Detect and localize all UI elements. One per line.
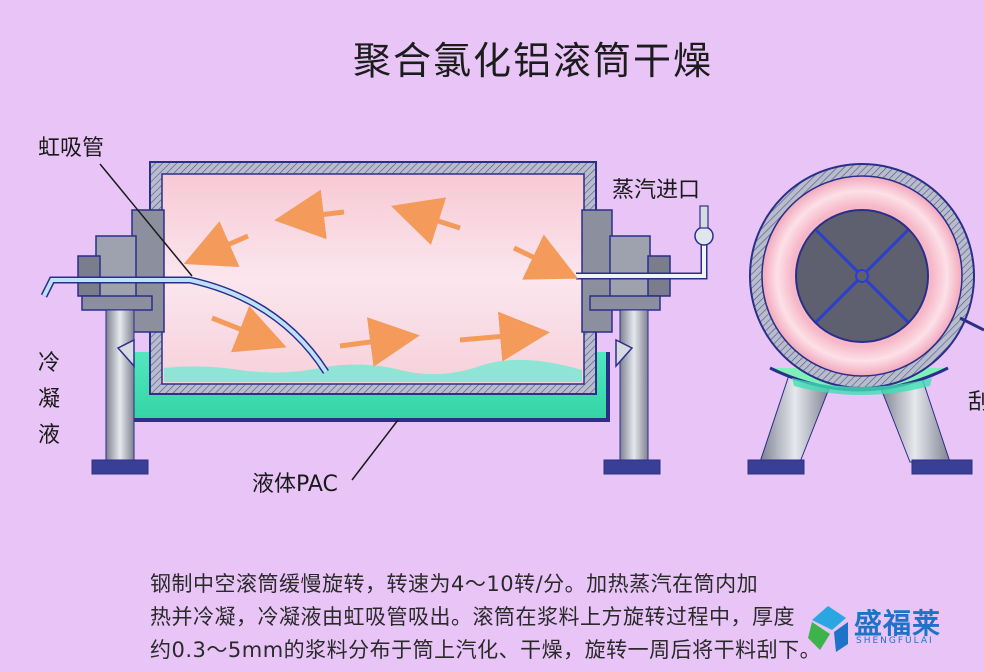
condensate-label: 冷 凝 液 — [38, 346, 62, 454]
description-line: 热并冷凝，冷凝液由虹吸管吸出。滚筒在浆料上方旋转过程中，厚度 — [150, 605, 795, 629]
scraper-label-partial: 刮 — [968, 390, 984, 415]
condensate-char: 液 — [38, 423, 61, 448]
condensate-char: 凝 — [38, 387, 61, 412]
logo-name: 盛福莱 — [854, 607, 942, 640]
right-axle — [581, 209, 671, 333]
left-leg — [91, 309, 149, 475]
steam-inlet-pipe — [576, 205, 714, 280]
diagram-title: 聚合氯化铝滚筒干燥 — [352, 39, 713, 83]
right-leg — [603, 309, 661, 475]
logo-icon — [808, 606, 848, 652]
steam-flow-arrows — [183, 189, 579, 367]
steam-inlet-label: 蒸汽进口 — [612, 178, 701, 203]
shengfulai-logo: 盛福莱 SHENGFULAI — [806, 600, 976, 660]
liquid-pac-label: 液体PAC — [252, 472, 338, 497]
drum-shell — [149, 161, 597, 395]
siphon-label: 虹吸管 — [38, 136, 105, 161]
description: 钢制中空滚筒缓慢旋转，转速为4～10转/分。加热蒸汽在筒内加 热并冷凝，冷凝液由… — [150, 568, 970, 667]
description-line: 钢制中空滚筒缓慢旋转，转速为4～10转/分。加热蒸汽在筒内加 — [150, 572, 759, 596]
left-axle — [77, 209, 165, 333]
condensate-char: 冷 — [38, 351, 61, 376]
pac-leader-line — [351, 419, 399, 481]
description-line: 约0.3～5mm的浆料分布于筒上汽化、干燥，旋转一周后将干料刮下。 — [150, 638, 822, 662]
logo-subtitle: SHENGFULAI — [856, 636, 934, 646]
drum-cross-section — [747, 163, 984, 475]
